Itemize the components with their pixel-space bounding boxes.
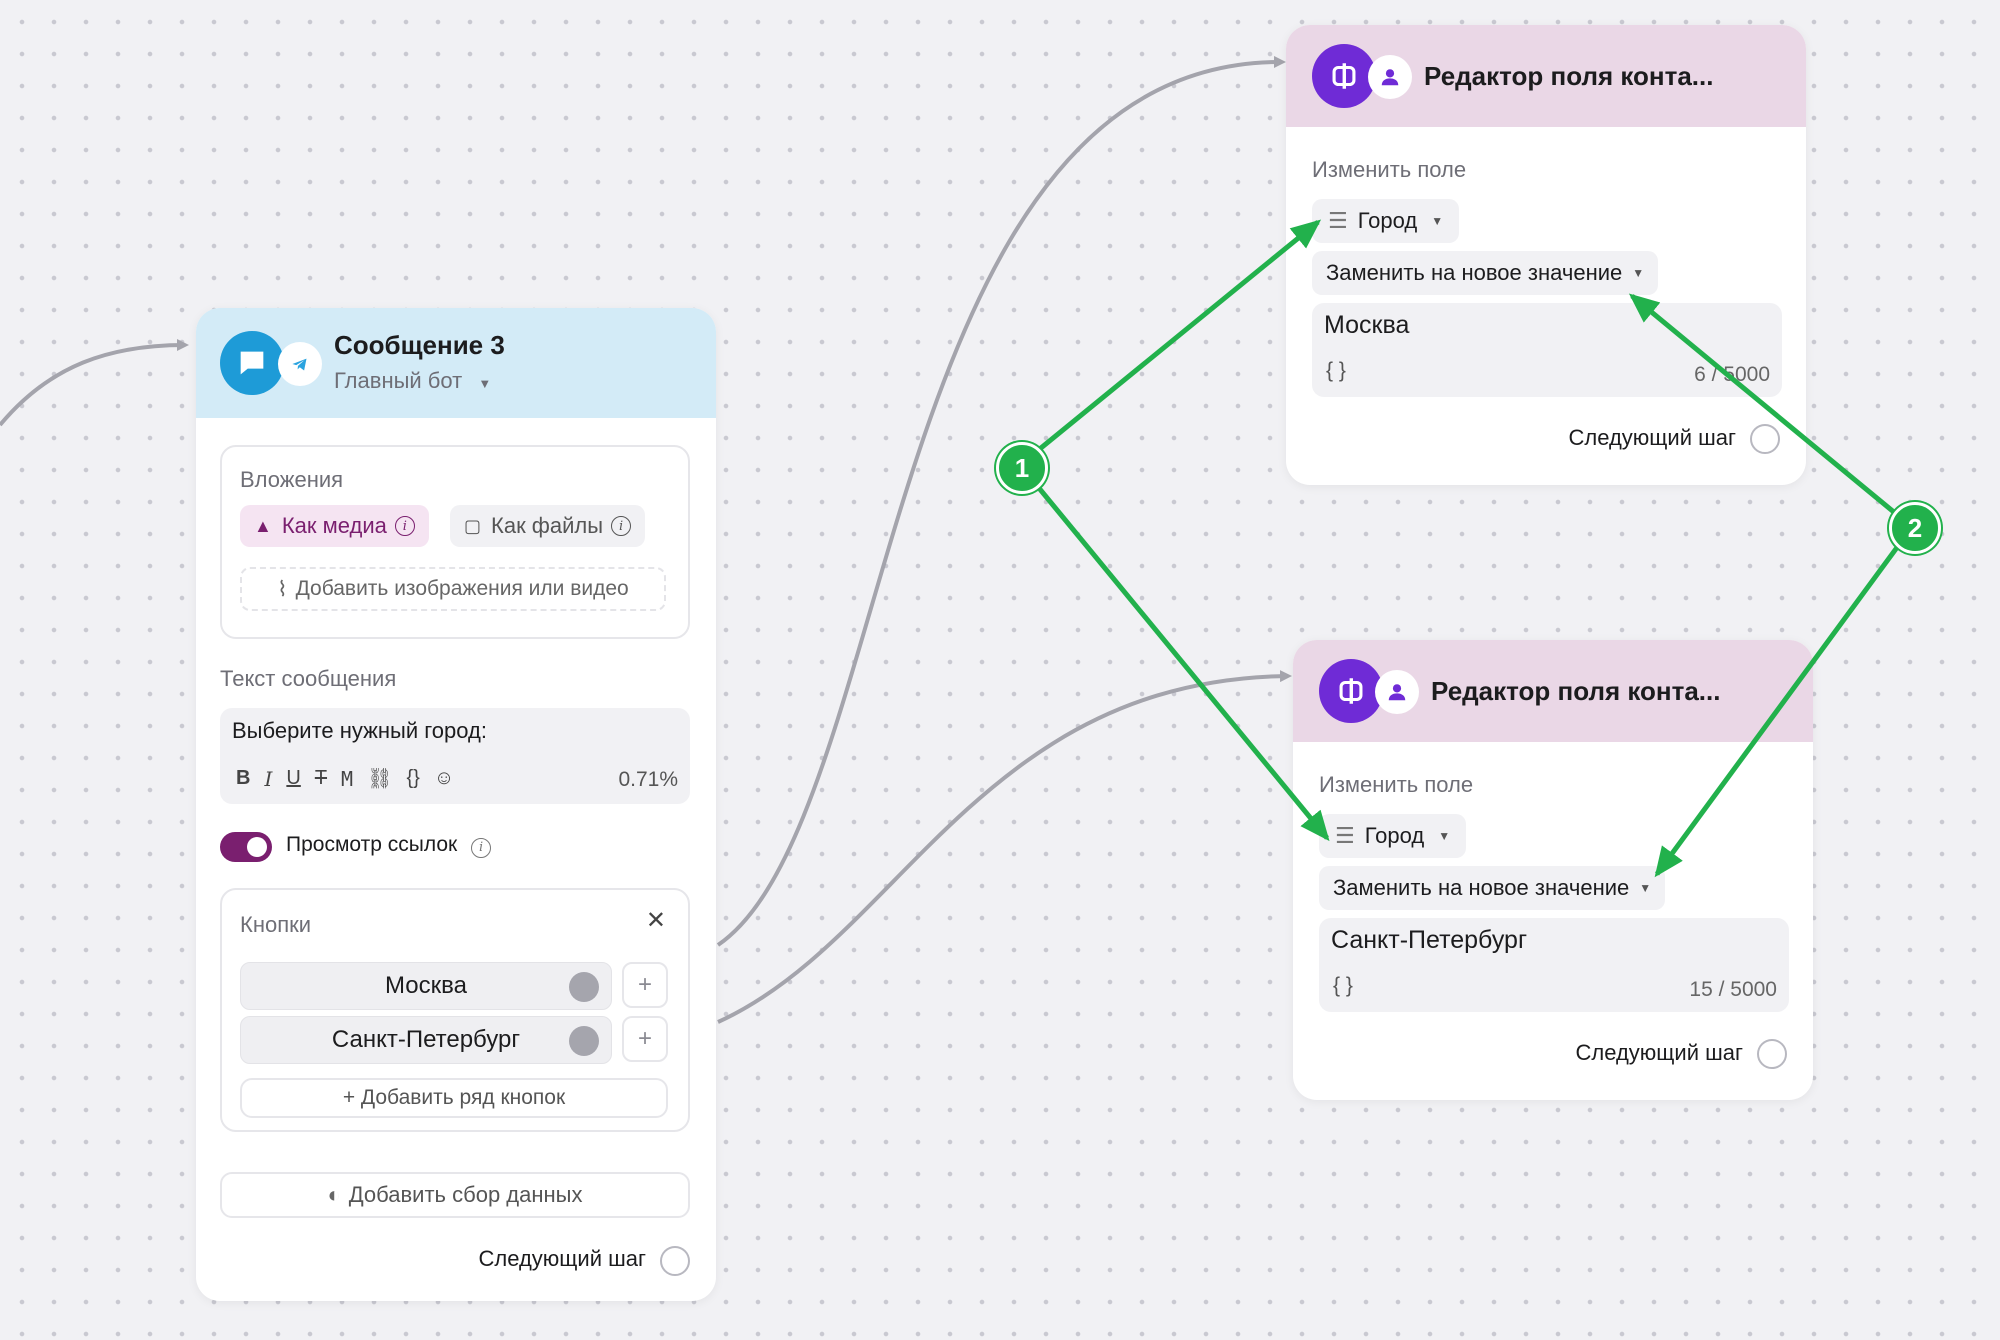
info-icon: i [394,516,415,536]
as-media-tab[interactable]: ▲ Как медиа i [240,505,429,547]
mode-selector[interactable]: Заменить на новое значение ▼ [1319,866,1666,910]
buttons-box: Кнопки ✕ Москва + Санкт-Петербург + + До… [220,888,690,1132]
as-media-label: Как медиа [281,513,387,538]
add-data-collection-button[interactable]: ◐ Добавить сбор данных [220,1172,690,1218]
button-moscow[interactable]: Москва [240,962,612,1010]
info-icon: i [611,516,632,536]
field-name: Город [1357,208,1418,233]
next-step-label: Следующий шаг [478,1246,646,1271]
editor-card-spb[interactable]: Редактор поля конта... Изменить поле ☰ Г… [1293,640,1813,1100]
char-counter: 6 / 5000 [1694,363,1770,386]
attachments-box: Вложения ▲ Как медиа i ▢ Как файлы i ⌇ Д… [220,445,690,639]
editor-card-title: Редактор поля конта... [1424,61,1714,91]
editor-card-moscow[interactable]: Редактор поля конта... Изменить поле ☰ Г… [1286,25,1806,485]
next-step-radio[interactable] [1757,1039,1787,1069]
bold-icon[interactable]: B [236,767,251,789]
button-label: Москва [385,972,467,999]
next-step-label: Следующий шаг [1575,1040,1743,1065]
bot-name: Главный бот [334,368,463,393]
button-label: Санкт-Петербург [331,1026,521,1053]
user-icon [1375,670,1419,714]
chevron-down-icon: ▼ [1632,266,1645,280]
add-data-collection-label: Добавить сбор данных [348,1182,583,1207]
telegram-icon [278,342,322,386]
info-icon: i [471,837,492,858]
next-step-radio[interactable] [660,1246,690,1276]
field-selector[interactable]: ☰ Город ▼ [1312,199,1460,243]
text-field-icon: ☰ [1335,823,1355,848]
message-card[interactable]: Сообщение 3 Главный бот ▼ Вложения ▲ Как… [196,308,716,1301]
monospace-icon[interactable]: M [341,766,354,791]
chevron-down-icon: ▼ [1438,829,1451,843]
add-media-label: Добавить изображения или видео [295,577,629,600]
buttons-label: Кнопки [240,912,312,937]
emoji-icon[interactable]: ☺ [433,767,455,789]
image-icon: ▲ [254,515,272,536]
message-text-label: Текст сообщения [220,666,397,691]
add-button-row[interactable]: + Добавить ряд кнопок [240,1078,668,1118]
strikethrough-icon[interactable]: T [314,767,328,789]
chevron-down-icon: ▼ [1431,214,1444,228]
attachments-label: Вложения [240,467,344,492]
annotation-badge-1: 1 [996,442,1048,494]
value-text: Москва [1324,311,1410,339]
message-icon [220,331,284,395]
as-files-tab[interactable]: ▢ Как файлы i [450,505,646,547]
button-spb[interactable]: Санкт-Петербург [240,1016,612,1064]
chevron-down-icon: ▼ [1639,881,1652,895]
mode-label: Заменить на новое значение [1333,875,1630,900]
editor-card-title: Редактор поля конта... [1431,676,1721,706]
message-text-field[interactable]: Выберите нужный город: B I U T M ⛓ {} ☺ … [220,708,690,804]
connector-moscow [716,55,1286,947]
formatting-toolbar: B I U T M ⛓ {} ☺ [236,766,468,791]
underline-icon[interactable]: U [286,767,301,789]
value-field[interactable]: Санкт-Петербург { } 15 / 5000 [1319,918,1789,1012]
data-collection-icon: ◐ [327,1182,341,1207]
message-text-value: Выберите нужный город: [232,718,487,743]
annotation-arrow [1018,219,1322,467]
link-icon[interactable]: ⛓ [367,768,393,790]
value-text: Санкт-Петербург [1331,926,1528,954]
mode-selector[interactable]: Заменить на новое значение ▼ [1312,251,1659,295]
value-field[interactable]: Москва { } 6 / 5000 [1312,303,1782,397]
annotation-badge-2: 2 [1889,502,1941,554]
text-field-icon: ☰ [1328,208,1348,233]
change-field-label: Изменить поле [1319,772,1474,797]
add-button-spb[interactable]: + [622,1016,668,1062]
char-counter: 15 / 5000 [1689,978,1777,1001]
message-card-title: Сообщение 3 [334,330,505,360]
contact-field-editor-icon [1312,44,1376,108]
connector-spb [717,670,1292,1024]
contact-field-editor-icon [1319,659,1383,723]
next-step-label: Следующий шаг [1568,425,1736,450]
annotation-arrow [1018,463,1330,842]
change-field-label: Изменить поле [1312,157,1467,182]
link-preview-label: Просмотр ссылок i [286,833,492,858]
mode-label: Заменить на новое значение [1326,260,1623,285]
chevron-down-icon: ▼ [478,376,492,391]
italic-icon[interactable]: I [264,766,273,791]
button-status-dot [569,972,599,1002]
field-name: Город [1364,823,1425,848]
close-icon[interactable]: ✕ [645,907,666,934]
paperclip-icon: ⌇ [277,577,288,601]
link-preview-toggle[interactable] [220,832,272,862]
variables-icon[interactable]: {} [406,767,420,789]
variables-icon[interactable]: { } [1333,974,1353,997]
user-icon [1368,55,1412,99]
bot-selector[interactable]: Главный бот ▼ [334,368,491,394]
field-selector[interactable]: ☰ Город ▼ [1319,814,1467,858]
button-status-dot [569,1026,599,1056]
next-step-radio[interactable] [1750,424,1780,454]
text-usage-percent: 0.71% [618,768,678,791]
add-button-moscow[interactable]: + [622,962,668,1008]
variables-icon[interactable]: { } [1326,359,1346,382]
incoming-connector [0,339,189,427]
add-media-button[interactable]: ⌇ Добавить изображения или видео [240,567,666,611]
file-icon: ▢ [464,515,482,536]
as-files-label: Как файлы [491,513,604,538]
